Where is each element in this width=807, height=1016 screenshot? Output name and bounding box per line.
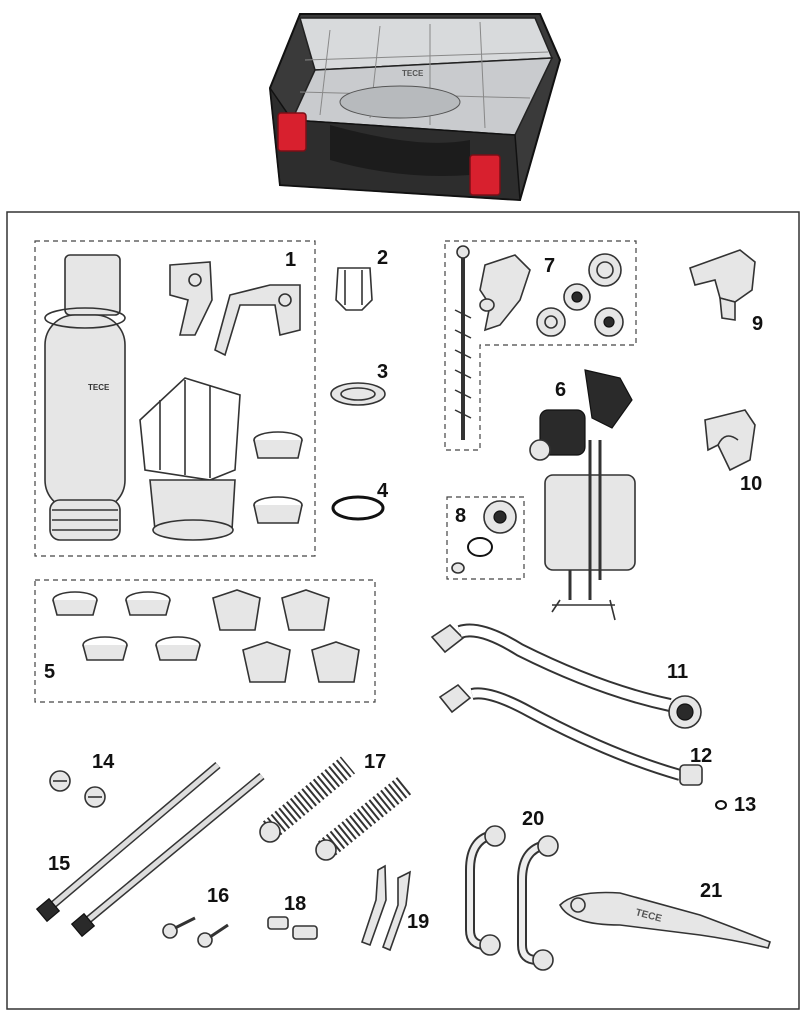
label-3: 3 <box>377 361 388 383</box>
label-9: 9 <box>752 313 763 335</box>
part-12-hose <box>438 683 703 786</box>
label-4: 4 <box>377 480 389 502</box>
part-9-bracket <box>689 249 756 321</box>
part-6-fill-valve <box>529 369 636 621</box>
part-18-clips <box>267 916 318 940</box>
label-21: 21 <box>700 880 722 902</box>
diagram-frame <box>6 211 800 1010</box>
part-13-small-ring <box>715 800 727 810</box>
label-2: 2 <box>377 247 388 269</box>
part-14-plugs <box>49 770 106 808</box>
lever-mechanism-a <box>169 261 213 336</box>
part-7-threaded-rod <box>454 245 472 440</box>
lever-mechanism-b <box>214 284 301 357</box>
label-8: 8 <box>455 505 466 527</box>
label-18: 18 <box>284 893 306 915</box>
valve-logo: TECE <box>88 383 110 392</box>
label-6: 6 <box>555 379 566 401</box>
part-3-washer <box>330 382 386 406</box>
part-16-screws <box>162 916 229 948</box>
group-1-collar-b <box>253 496 303 524</box>
part-21-tool: TECE <box>559 891 771 949</box>
part-5-collars <box>52 589 360 683</box>
part-15-rods <box>35 761 265 938</box>
label-17: 17 <box>364 751 386 773</box>
overflow-cage <box>139 377 241 541</box>
label-10: 10 <box>740 473 762 495</box>
label-16: 16 <box>207 885 229 907</box>
part-10-clamp <box>704 409 756 472</box>
group-8-box <box>446 496 525 580</box>
group-5-box <box>34 579 376 703</box>
case-logo: TECE <box>402 69 424 78</box>
label-14: 14 <box>92 751 115 773</box>
part-11-hose <box>430 623 702 729</box>
group-1-box <box>34 240 316 557</box>
label-1: 1 <box>285 249 296 271</box>
label-20: 20 <box>522 808 544 830</box>
label-19: 19 <box>407 911 429 933</box>
label-11: 11 <box>667 661 688 683</box>
group-1-collar-a <box>253 431 303 459</box>
part-7-valve-parts <box>479 253 624 337</box>
label-5: 5 <box>44 661 55 683</box>
label-13: 13 <box>734 794 756 816</box>
part-19-spring-clips <box>360 864 411 952</box>
storage-case: TECE <box>268 13 562 202</box>
part-4-o-ring <box>331 495 385 521</box>
part-2-clip <box>335 267 373 311</box>
label-15: 15 <box>48 853 70 875</box>
group-7-box <box>444 240 637 451</box>
part-17-springs <box>259 756 412 861</box>
label-7: 7 <box>544 255 555 277</box>
part-20-handles <box>465 825 559 971</box>
flush-valve: TECE <box>44 254 126 541</box>
label-12: 12 <box>690 745 712 767</box>
part-8-seals <box>451 500 517 574</box>
